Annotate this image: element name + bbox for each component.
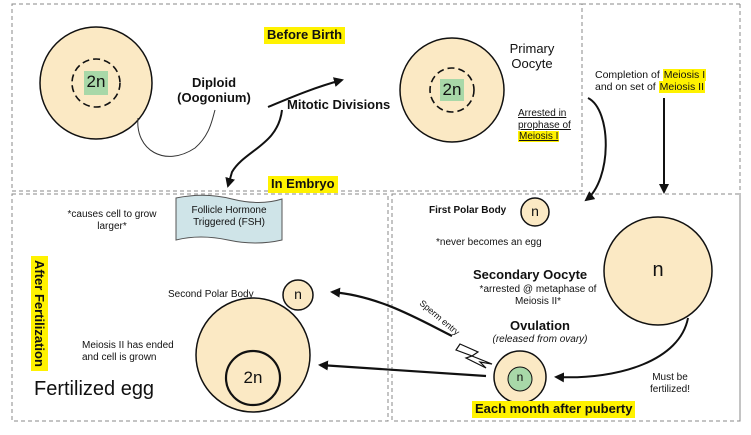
secondary-oocyte-ploidy: n — [652, 259, 664, 281]
mitotic-divisions-label: Mitotic Divisions — [287, 97, 391, 112]
secondary-note-line2: Meiosis II* — [514, 295, 562, 307]
section-in-embryo: In Embryo — [268, 176, 338, 193]
causes-note: *causes cell to grow larger* — [56, 209, 168, 232]
fertilized-egg-label: Fertilized egg — [34, 378, 155, 400]
secondary-oocyte-label: Secondary Oocyte — [473, 267, 588, 282]
meiosis1-arrow — [584, 97, 607, 202]
second-polar-body-label: Second Polar Body — [168, 289, 254, 300]
oogonium-label-line1: Diploid — [191, 75, 237, 90]
primary-oocyte-ploidy: 2n — [442, 80, 462, 99]
secondary-oocyte-cell — [603, 216, 713, 326]
ovulation-arrow — [554, 317, 689, 383]
arrested-highlight: Meiosis I — [518, 131, 560, 142]
must-fertilize-note: Must be fertilized! — [634, 372, 706, 395]
ovulation-label: Ovulation — [510, 318, 570, 333]
oogonium-label: Diploid (Oogonium) — [168, 75, 260, 106]
second-polar-body-ploidy: n — [294, 286, 302, 302]
meiosis-ended-line2: and cell is grown — [82, 351, 157, 363]
oogonium-label-line2: (Oogonium) — [177, 89, 251, 105]
meiosis-ended-line1: Meiosis II has ended — [82, 340, 174, 351]
oogonium-chromatin — [84, 71, 108, 95]
fertilized-egg-nucleus — [224, 349, 282, 407]
polar-body-arrow — [330, 287, 453, 337]
fertilization-arrow — [318, 360, 487, 378]
primary-oocyte-label-line2: Oocyte — [511, 55, 553, 71]
oogonium-nucleus-envelope — [71, 58, 121, 108]
first-polar-body-note: *never becomes an egg — [436, 237, 542, 248]
secondary-note-line1: *arrested @ metaphase of — [479, 284, 597, 295]
section-after-fertilization: After Fertilization — [31, 256, 48, 371]
must-line2: fertilized! — [649, 383, 690, 395]
first-polar-body-ploidy: n — [531, 203, 539, 219]
completion-meiosis1: Meiosis I — [662, 69, 707, 81]
ovulated-ploidy: n — [516, 370, 524, 384]
completion-note: Completion of Meiosis I and on set of Me… — [595, 69, 735, 94]
arrested-note: Arrested in prophase of Meiosis I — [518, 108, 588, 143]
mitotic-arrow-down — [225, 109, 283, 188]
causes-line1: *causes cell to grow — [67, 209, 157, 220]
frame-after-fertilization — [11, 193, 389, 422]
first-polar-body-label: First Polar Body — [429, 205, 507, 216]
fsh-line1: Follicle Hormone — [191, 205, 267, 216]
ovulated-nucleus — [507, 366, 533, 392]
section-before-birth: Before Birth — [264, 27, 346, 44]
completion-line1-text: Completion of — [595, 69, 663, 81]
arrested-line2: prophase of — [518, 119, 571, 131]
causes-line2: larger* — [97, 220, 127, 232]
mitotic-arrow-right — [267, 77, 344, 108]
arrested-line1: Arrested in — [518, 108, 567, 119]
completion-meiosis2: Meiosis II — [658, 81, 705, 94]
released-label: (released from ovary) — [492, 334, 588, 345]
secondary-oocyte-note: *arrested @ metaphase of Meiosis II* — [478, 284, 598, 307]
primary-oocyte-chromatin — [440, 79, 464, 101]
completion-line2-text: and on set of — [595, 81, 659, 94]
oogonium-ploidy: 2n — [86, 72, 106, 91]
section-each-month: Each month after puberty — [472, 401, 636, 418]
fertilized-egg-ploidy: 2n — [243, 368, 263, 387]
must-line1: Must be — [652, 372, 688, 383]
oogonium-connector — [137, 109, 216, 157]
primary-oocyte-label: Primary Oocyte — [500, 41, 564, 72]
second-polar-body-cell — [282, 279, 314, 311]
primary-oocyte-nucleus-envelope — [429, 67, 475, 113]
primary-oocyte-label-line1: Primary — [509, 41, 555, 56]
fsh-label: Follicle Hormone Triggered (FSH) — [178, 205, 280, 228]
sperm-lightning-icon — [455, 343, 493, 369]
meiosis-ended-note: Meiosis II has ended and cell is grown — [82, 340, 174, 363]
fsh-line2: Triggered (FSH) — [193, 216, 265, 228]
fsh-banner — [175, 194, 283, 244]
first-polar-body-cell — [520, 197, 550, 227]
